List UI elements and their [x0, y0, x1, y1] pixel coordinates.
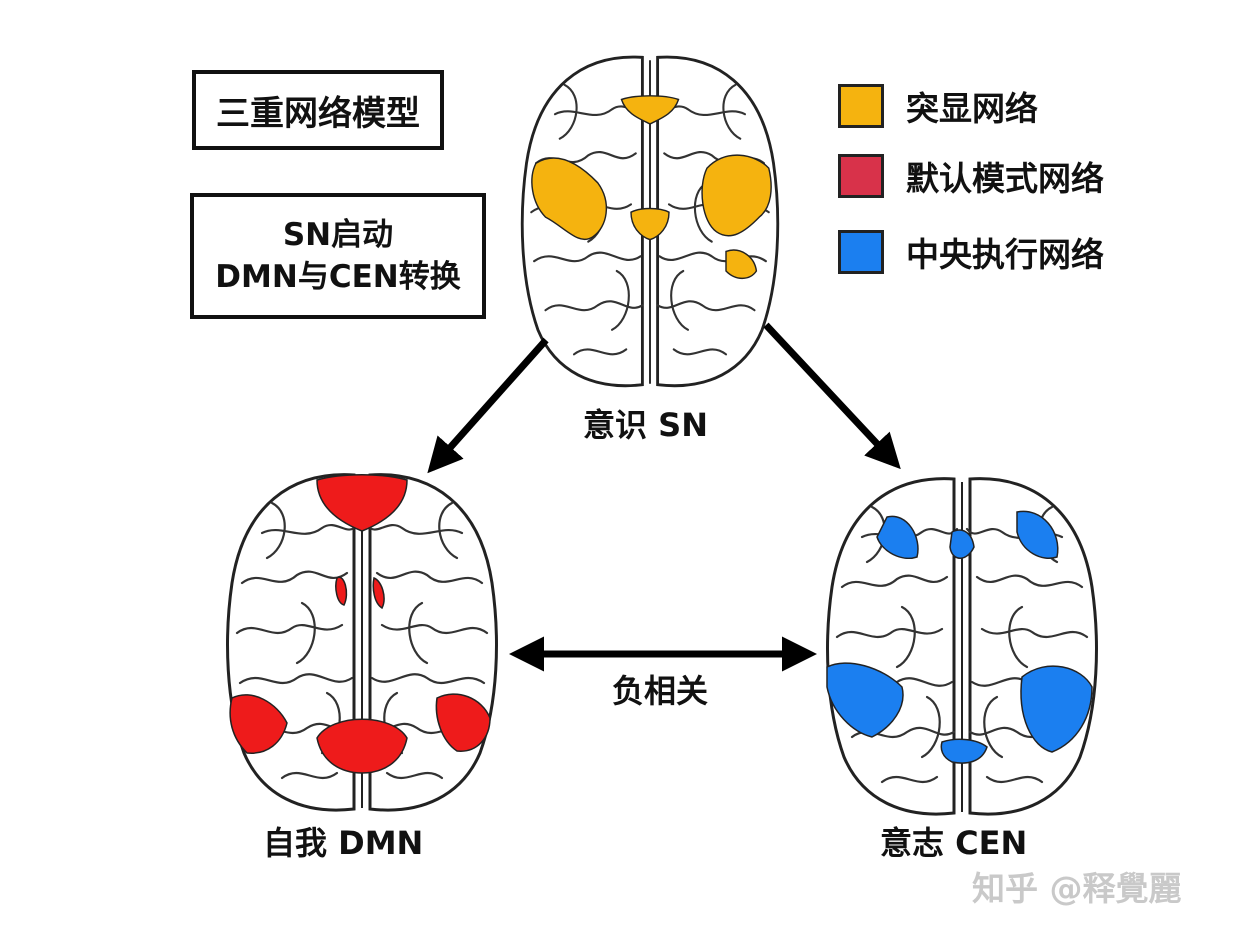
- title-text: 三重网络模型: [216, 93, 420, 134]
- relation-label: 负相关: [612, 672, 709, 710]
- legend-label-central-executive: 中央执行网络: [906, 235, 1104, 274]
- dmn-caption: 自我 DMN: [263, 824, 424, 862]
- dmn-brain: [226, 473, 498, 812]
- legend-swatch-default-mode: [838, 154, 884, 198]
- watermark: 知乎 @释覺麗: [972, 869, 1182, 908]
- cen-regions: [826, 510, 1093, 764]
- description-line-1: SN启动: [282, 217, 394, 253]
- sn-to-dmn-arrow: [427, 337, 549, 474]
- legend-item-salience: 突显网络: [838, 82, 1038, 130]
- sn-to-cen-arrow: [763, 322, 901, 470]
- legend-label-default-mode: 默认模式网络: [906, 159, 1104, 198]
- sn-regions: [531, 95, 772, 280]
- description-line-2: DMN与CEN转换: [215, 259, 461, 295]
- cen-caption: 意志 CEN: [880, 824, 1028, 862]
- legend-swatch-salience: [838, 84, 884, 128]
- sn-brain: [520, 55, 780, 388]
- cen-brain: [826, 477, 1098, 816]
- sn-caption: 意识 SN: [583, 406, 708, 444]
- title-box: 三重网络模型: [192, 70, 444, 150]
- legend-label-salience: 突显网络: [906, 89, 1038, 128]
- legend-item-central-executive: 中央执行网络: [838, 228, 1104, 276]
- legend-item-default-mode: 默认模式网络: [838, 152, 1104, 200]
- legend-swatch-central-executive: [838, 230, 884, 274]
- dmn-regions: [229, 474, 491, 774]
- description-box: SN启动 DMN与CEN转换: [190, 193, 486, 319]
